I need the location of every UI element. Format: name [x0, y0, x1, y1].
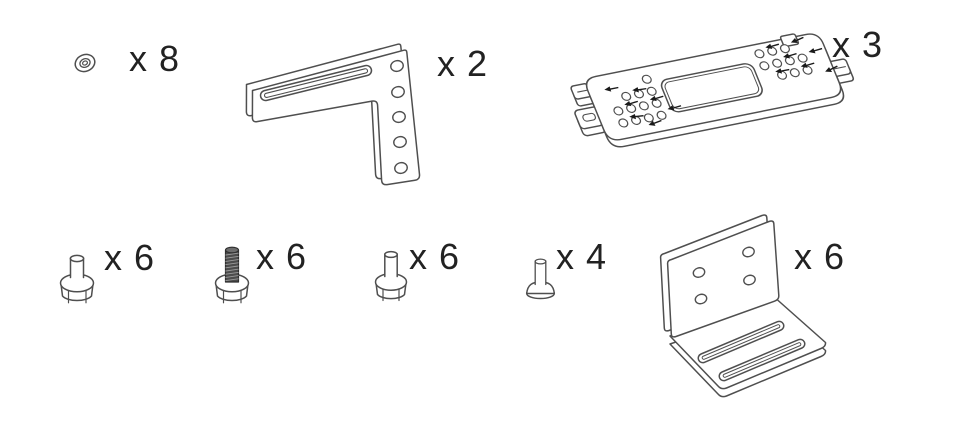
angle-bracket-drawing — [659, 214, 827, 398]
l-bracket-drawing — [245, 43, 421, 186]
flange-bolt-qty-label: x 6 — [104, 237, 156, 278]
angle-bracket-qty-label: x 6 — [794, 236, 846, 277]
long-flange-bolt-qty-label: x 6 — [409, 236, 461, 277]
long-flange-bolt-drawing — [374, 250, 408, 302]
threaded-flange-bolt-drawing — [214, 246, 250, 304]
threaded-flange-bolt-qty-label: x 6 — [256, 236, 308, 277]
mounting-plate-qty-label: x 3 — [832, 24, 884, 65]
pan-head-screw-qty-label: x 4 — [556, 236, 608, 277]
mounting-plate-drawing — [570, 33, 855, 148]
pan-head-screw-drawing — [525, 258, 556, 300]
flange-bolt-drawing — [59, 254, 95, 304]
washer-qty-label: x 8 — [129, 38, 181, 79]
washer-drawing — [74, 53, 96, 73]
threaded-shank — [224, 246, 240, 283]
l-bracket-qty-label: x 2 — [437, 43, 489, 84]
